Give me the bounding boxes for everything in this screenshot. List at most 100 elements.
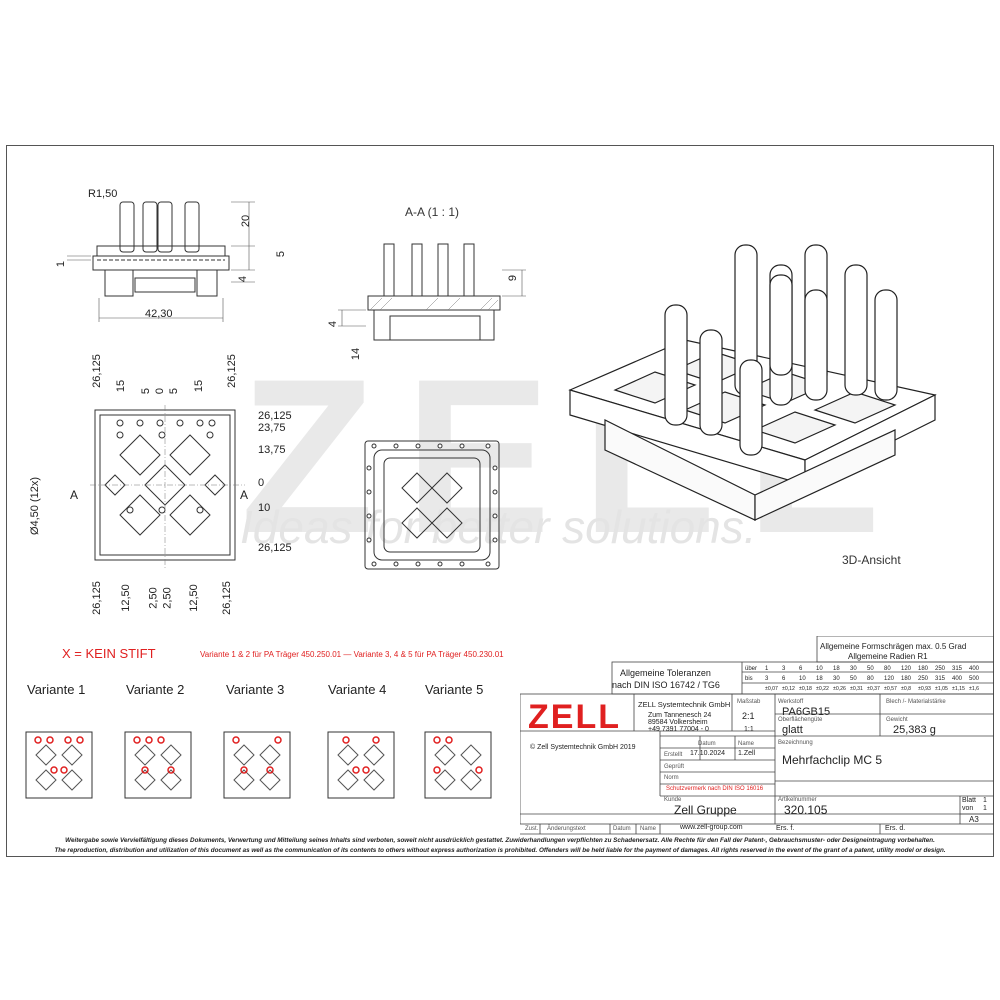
tol-value-cell: ±0,18: [799, 686, 812, 692]
variant-1-label: Variante 1: [27, 682, 86, 697]
tol-value-cell: ±0,12: [782, 686, 795, 692]
general-draft: Allgemeine Formschrägen max. 0.5 Grad: [820, 642, 967, 651]
variants-note: Variante 1 & 2 für PA Träger 450.250.01 …: [200, 650, 504, 659]
section-title: A-A (1 : 1): [405, 205, 460, 219]
tol-row-over: über 1 3 6 10 18 30 50 80 120 180 250 31…: [745, 664, 993, 674]
protection-note: Schutzvermerk nach DIN ISO 16016: [666, 786, 764, 792]
3d-view-label: 3D-Ansicht: [842, 553, 901, 567]
date-header: Datum: [698, 741, 716, 747]
tol-to-cell: 120: [884, 676, 895, 682]
tol-over-cell: 6: [799, 666, 803, 672]
tol-over-cell: 30: [850, 666, 857, 672]
tol-value-cell: ±0,31: [850, 686, 863, 692]
tol-row-values: ±0,07 ±0,12 ±0,18 ±0,22 ±0,26 ±0,31 ±0,3…: [745, 684, 993, 694]
section-view: [338, 243, 526, 341]
variant-3-label: Variante 3: [226, 682, 285, 697]
tol-value-cell: ±0,26: [833, 686, 846, 692]
customer-value: Zell Gruppe: [674, 803, 737, 817]
plan-dim-r-26125: 26,125: [258, 410, 292, 422]
created-date: 17.10.2024: [690, 750, 726, 757]
variant-2-drawing: [124, 731, 192, 799]
section-dim-4: 4: [327, 320, 340, 328]
website-link[interactable]: www.zell-group.com: [680, 824, 743, 831]
scale-label: Maßstab: [737, 699, 761, 705]
sheet-thickness-label: Blech /- Materialstärke: [886, 699, 946, 705]
tol-value-cell: ±0,07: [765, 686, 778, 692]
tol-value-cell: ±0,57: [884, 686, 897, 692]
bottom-view: [364, 440, 500, 570]
created-name: 1.Zell: [738, 750, 756, 757]
tol-over-label: über: [745, 666, 758, 672]
hole-callout: Ø4,50 (12x): [29, 476, 42, 536]
tol-to-cell: 180: [901, 676, 912, 682]
tol-over-cell: 400: [969, 666, 980, 672]
tol-over-cell: 120: [901, 666, 912, 672]
dim-height-20: 20: [240, 214, 253, 228]
plan-dim-right-26125: 26,125: [225, 354, 238, 388]
plan-dim-b-250-right: 2,50: [161, 587, 174, 609]
tol-to-cell: 3: [765, 676, 769, 682]
tol-value-cell: ±1,6: [969, 686, 980, 692]
variant-5-label: Variante 5: [425, 682, 484, 697]
tol-over-cell: 18: [833, 666, 840, 672]
scale-main: 2:1: [742, 711, 755, 721]
tol-to-label: bis: [745, 676, 753, 682]
section-dim-9: 9: [507, 274, 520, 282]
dim-radius: R1,50: [88, 188, 118, 200]
plan-dim-r-10: 10: [258, 502, 271, 514]
side-elevation-view: [67, 201, 255, 322]
plan-dim-r-2375: 23,75: [258, 422, 286, 434]
designation-value: Mehrfachclip MC 5: [782, 753, 883, 767]
scale-sub: 1:1: [744, 726, 754, 733]
sheet-format: A3: [969, 815, 979, 824]
created-label: Erstellt: [664, 752, 683, 758]
general-radii: Allgemeine Radien R1: [848, 652, 928, 661]
material-value: PA6GB15: [782, 706, 831, 718]
tol-to-cell: 250: [918, 676, 929, 682]
name-header: Name: [738, 741, 755, 747]
company-street: Zum Tannenesch 24: [648, 712, 712, 719]
tol-over-cell: 180: [918, 666, 929, 672]
weight-value: 25,383 g: [893, 724, 936, 736]
plan-dim-r-0: 0: [258, 477, 265, 489]
tolerances-title: Allgemeine Toleranzen: [620, 668, 711, 678]
tolerance-table: über 1 3 6 10 18 30 50 80 120 180 250 31…: [745, 664, 993, 694]
of-label: von: [962, 805, 974, 812]
zell-logo: ZELL: [528, 698, 621, 736]
tol-to-cell: 6: [782, 676, 786, 682]
tol-value-cell: ±1,05: [935, 686, 948, 692]
plan-view: [90, 405, 245, 570]
company-city: 89584 Volkersheim: [648, 719, 708, 726]
rev-zust-label: Zust.: [525, 826, 539, 832]
norm-label: Norm: [664, 775, 679, 781]
copyright: © Zell Systemtechnik GmbH 2019: [530, 744, 636, 751]
variant-4-drawing: [327, 731, 395, 799]
dim-5: 5: [275, 250, 288, 258]
tol-over-cell: 1: [765, 666, 769, 672]
rev-name-label: Name: [640, 826, 657, 832]
plan-dim-b-1250-left: 12,50: [119, 584, 132, 612]
variant-4-label: Variante 4: [328, 682, 387, 697]
surface-value: glatt: [782, 724, 803, 736]
variant-3-drawing: [223, 731, 291, 799]
plan-dim-r-bottom-26125: 26,125: [258, 542, 292, 554]
tol-row-to: bis 3 6 10 18 30 50 80 120 180 250 315 4…: [745, 674, 993, 684]
plan-dim-b-1250-right: 12,50: [187, 584, 200, 612]
section-marker-right: A: [240, 488, 249, 502]
variant-1-drawing: [25, 731, 93, 799]
replacement-for-label: Ers. f.: [776, 825, 795, 832]
title-block-frame: [520, 636, 994, 835]
checked-label: Geprüft: [664, 764, 685, 770]
tolerances-norm: nach DIN ISO 16742 / TG6: [612, 680, 720, 690]
tol-over-cell: 250: [935, 666, 946, 672]
plan-dim-b-250-left: 2,50: [147, 587, 160, 609]
variant-2-label: Variante 2: [126, 682, 185, 697]
plan-dim-0: 0: [154, 387, 167, 395]
kein-stift-note: X = KEIN STIFT: [62, 646, 156, 661]
of-number: 1: [983, 805, 987, 812]
rev-date-label: Datum: [613, 826, 631, 832]
tol-to-cell: 80: [867, 676, 874, 682]
rev-change-label: Änderungstext: [547, 826, 586, 832]
tol-to-cell: 500: [969, 676, 980, 682]
tol-to-cell: 315: [935, 676, 946, 682]
